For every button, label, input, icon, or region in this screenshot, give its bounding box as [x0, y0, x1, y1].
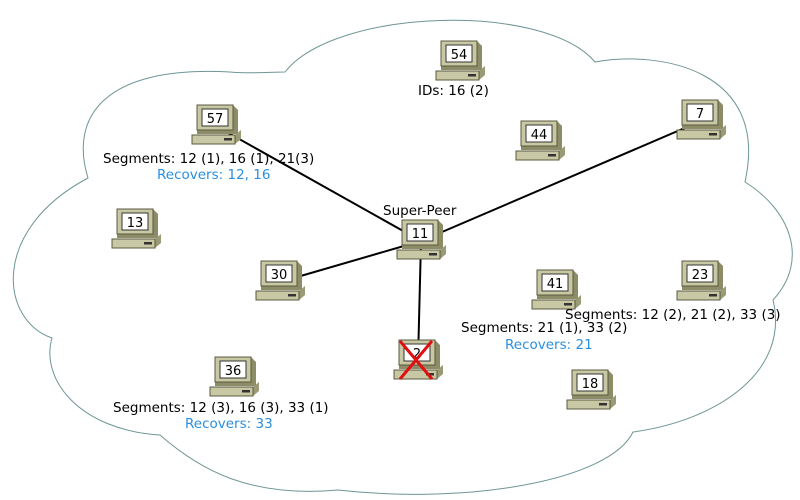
node-id-label: 41 [547, 277, 564, 292]
node-id-label: 23 [692, 268, 709, 283]
node-id-label: 30 [271, 268, 288, 283]
node-30[interactable]: 30 [255, 260, 306, 301]
node-18[interactable]: 18 [566, 369, 617, 410]
node-13[interactable]: 13 [111, 208, 162, 249]
node-23[interactable]: 23 [676, 260, 727, 301]
edge-11-57 [215, 125, 422, 242]
node-54[interactable]: 54 [435, 40, 486, 81]
node-41[interactable]: 41 [531, 269, 582, 310]
node-2[interactable]: 2 [393, 339, 444, 380]
node-id-label: 7 [696, 107, 704, 122]
node-41-recovers-label: Recovers: 21 [505, 337, 593, 353]
node-id-label: 2 [413, 347, 421, 362]
node-id-label: 13 [127, 216, 144, 231]
node-36[interactable]: 36 [209, 356, 260, 397]
node-id-label: 18 [582, 377, 599, 392]
node-id-label: 57 [207, 112, 224, 127]
node-44[interactable]: 44 [515, 120, 566, 161]
node-id-label: 11 [412, 227, 429, 242]
node-23-segments-label: Segments: 12 (2), 21 (2), 33 (3) [565, 307, 781, 323]
failed-cross-icon [398, 340, 434, 380]
node-36-segments-label: Segments: 12 (3), 16 (3), 33 (1) [113, 400, 329, 416]
node-11[interactable]: 11 [396, 219, 447, 260]
node-41-segments-label: Segments: 21 (1), 33 (2) [461, 320, 627, 336]
nodes-layer: 54 57 44 7 13 11 30 41 23 2 36 18 [111, 40, 727, 410]
edge-11-7 [420, 120, 702, 242]
node-id-label: 54 [451, 48, 468, 63]
node-57-recovers-label: Recovers: 12, 16 [157, 167, 270, 183]
super-peer-label: Super-Peer [383, 203, 457, 219]
node-36-recovers-label: Recovers: 33 [185, 416, 273, 432]
node-id-label: 36 [225, 364, 242, 379]
node-57-segments-label: Segments: 12 (1), 16 (1), 21(3) [103, 151, 314, 167]
edge-11-30 [279, 240, 422, 283]
node-54-ids-label: IDs: 16 (2) [418, 83, 489, 99]
node-id-label: 44 [531, 128, 548, 143]
node-57[interactable]: 57 [191, 104, 242, 145]
node-7[interactable]: 7 [676, 99, 727, 140]
